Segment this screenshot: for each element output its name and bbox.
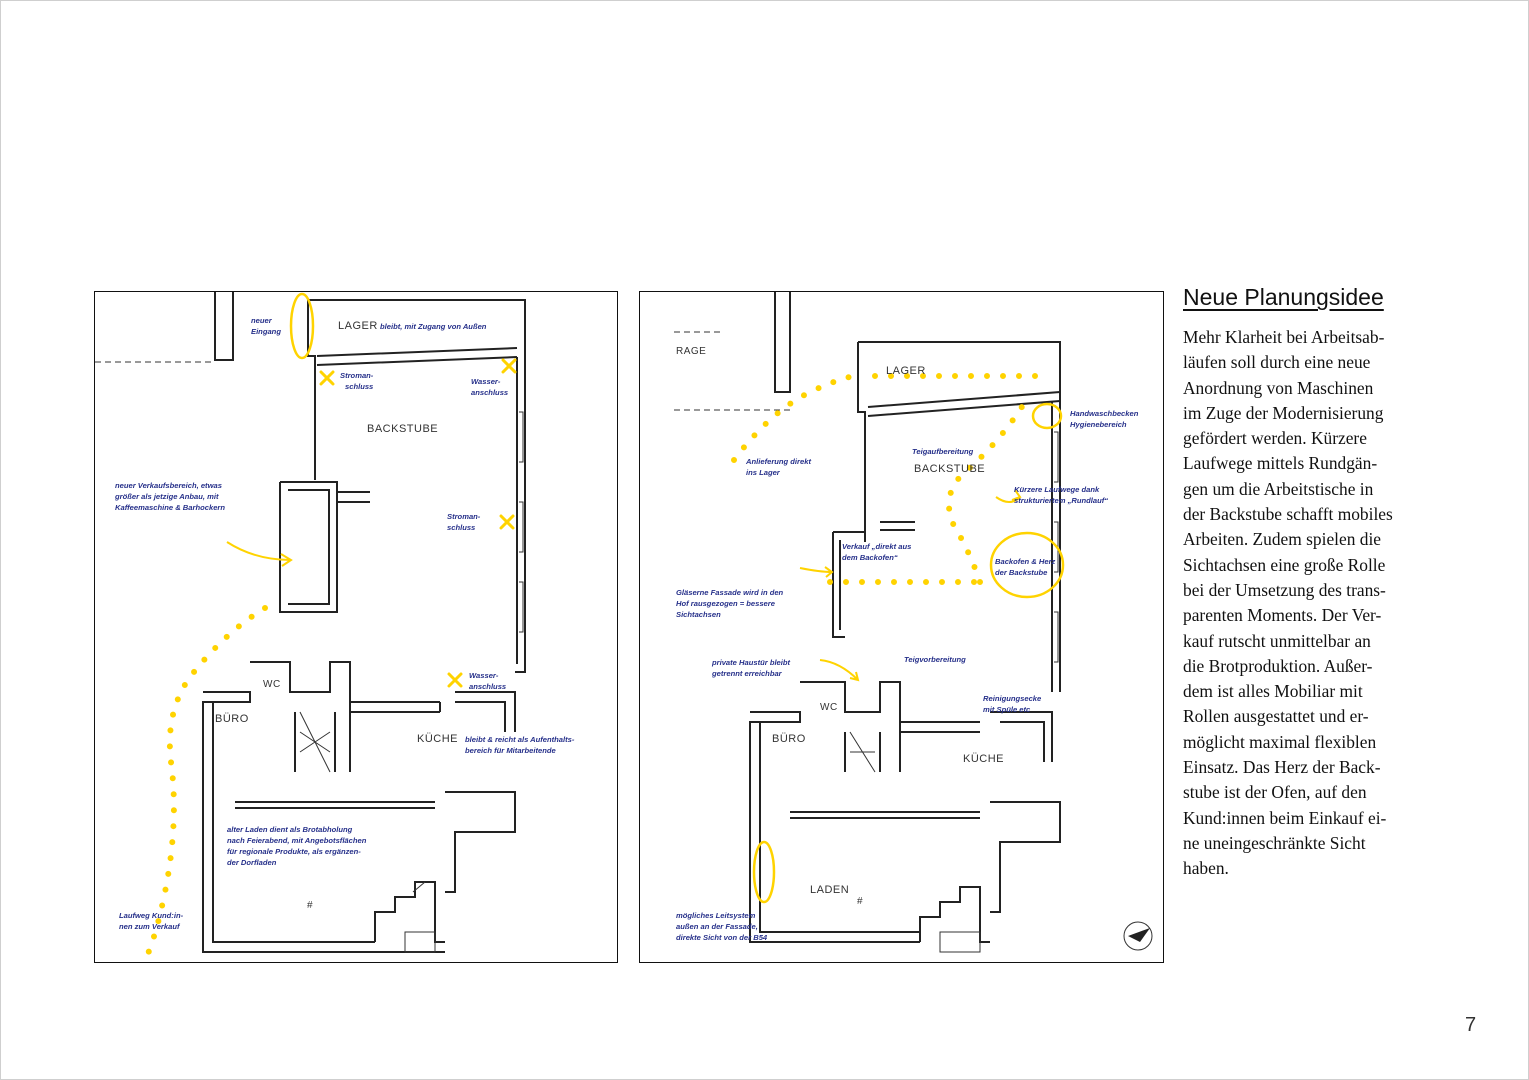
body-line: Mehr Klarheit bei Arbeitsab- (1183, 327, 1385, 347)
note-kurz-2: strukturiertem „Rundlauf“ (1014, 496, 1108, 505)
svg-text:#: # (857, 896, 863, 907)
note-eingang-2: Eingang (251, 327, 281, 336)
note-kueche-1: bleibt & reicht als Aufenthalts- (465, 735, 575, 744)
note-anlieferung-1: Anlieferung direkt (745, 457, 811, 466)
note-rein-1: Reinigungsecke (983, 694, 1042, 703)
note-laden-2: nach Feierabend, mit Angebotsflächen (227, 836, 367, 845)
body-line: dem ist alles Mobiliar mit (1183, 681, 1363, 702)
note-fassade-3: Sichtachsen (676, 610, 721, 619)
body-line: Arbeiten. Zudem spielen die (1183, 529, 1381, 550)
note-rein-2: mit Spüle etc (983, 705, 1031, 714)
note-teigauf: Teigaufbereitung (912, 447, 974, 456)
room-label-buero: BÜRO (215, 713, 249, 725)
note-wasser1-1: Wasser- (471, 377, 501, 386)
body-line: Sichtachsen eine große Rolle (1183, 554, 1386, 575)
body-line: Rollen ausgestattet und er- (1183, 706, 1369, 727)
body-paragraph: Mehr Klarheit bei Arbeitsab-läufen soll … (1183, 325, 1443, 882)
note-eingang-1: neuer (251, 316, 273, 325)
note-haus-2: getrennt erreichbar (711, 669, 783, 678)
floor-plan-new: # RAGE LAGER BACKSTUBE WC BÜRO KÜCHE LAD… (639, 291, 1164, 963)
body-line: parenten Moments. Der Ver- (1183, 605, 1382, 626)
note-laden-3: für regionale Produkte, als ergänzen- (227, 847, 361, 856)
note-haus-1: private Haustür bleibt (711, 658, 791, 667)
note-strom2-2: schluss (447, 523, 475, 532)
room-label-laden-new: LADEN (810, 884, 849, 896)
note-fassade-1: Gläserne Fassade wird in den (676, 588, 784, 597)
note-verkauf-2: dem Backofen“ (842, 553, 898, 562)
note-ofen-2: der Backstube (995, 568, 1048, 577)
body-line: im Zuge der Modernisierung (1183, 402, 1384, 423)
body-line: kauf rutscht unmittelbar an (1183, 630, 1371, 651)
body-line: bei der Umsetzung des trans- (1183, 579, 1386, 600)
note-strom2-1: Stroman- (447, 512, 481, 521)
room-label-wc: WC (263, 679, 281, 690)
room-label-lager-new: LAGER (886, 365, 926, 377)
note-fassade-2: Hof rausgezogen = bessere (676, 599, 776, 608)
room-label-wc-new: WC (820, 702, 838, 713)
body-line: Anordnung von Maschinen (1183, 377, 1374, 398)
floor-plan-current-drawing: # (95, 292, 526, 959)
room-label-backstube: BACKSTUBE (367, 423, 438, 435)
note-strom1-1: Stroman- (340, 371, 374, 380)
note-teigvor: Teigvorbereitung (904, 655, 966, 664)
note-ofen-1: Backofen & Herz (995, 557, 1056, 566)
note-laden-4: der Dorfladen (227, 858, 277, 867)
note-verkauf-1: Verkauf „direkt aus (842, 542, 911, 551)
body-line: haben. (1183, 858, 1229, 879)
note-laufweg-2: nen zum Verkauf (119, 922, 181, 931)
note-wasser2-1: Wasser- (469, 671, 499, 680)
floor-plan-new-labels: RAGE LAGER BACKSTUBE WC BÜRO KÜCHE LADEN… (676, 346, 1139, 942)
body-line: läufen soll durch eine neue (1183, 352, 1371, 373)
room-label-kueche-new: KÜCHE (963, 753, 1004, 765)
page-number: 7 (1465, 1014, 1477, 1036)
section-heading: Neue Planungsidee (1183, 284, 1384, 310)
note-laufweg-1: Laufweg Kund:in- (119, 911, 184, 920)
note-hand-2: Hygienebereich (1070, 420, 1127, 429)
room-label-garage: RAGE (676, 346, 706, 357)
note-leit-1: mögliches Leitsystem (676, 911, 756, 920)
note-leit-2: außen an der Fassade, (676, 922, 758, 931)
room-label-buero-new: BÜRO (772, 733, 806, 745)
note-verkauf-1: neuer Verkaufsbereich, etwas (115, 481, 222, 490)
body-line: Einsatz. Das Herz der Back- (1183, 757, 1381, 778)
body-line: gefördert werden. Kürzere (1183, 428, 1367, 449)
body-line: gen um die Arbeitstische in (1183, 478, 1374, 499)
body-line: Kund:innen beim Einkauf ei- (1183, 807, 1387, 828)
body-line: stube ist der Ofen, auf den (1183, 782, 1367, 803)
note-strom1-2: schluss (345, 382, 373, 391)
note-laden-1: alter Laden dient als Brotabholung (227, 825, 353, 834)
body-line: ne uneingeschränkte Sicht (1183, 832, 1366, 853)
body-line: Laufwege mittels Rundgän- (1183, 453, 1378, 474)
room-label-lager: LAGER (338, 320, 378, 332)
text-column: Neue Planungsidee Mehr Klarheit bei Arbe… (1183, 284, 1443, 882)
floor-plan-current-labels: LAGER BACKSTUBE WC BÜRO KÜCHE neuer Eing… (114, 316, 575, 931)
body-line: der Backstube schafft mobiles (1183, 504, 1393, 525)
note-lager: bleibt, mit Zugang von Außen (380, 322, 487, 331)
floor-plan-new-drawing: # (674, 292, 1153, 953)
room-label-kueche: KÜCHE (417, 733, 458, 745)
floor-plan-current: # LAGER BACKSTUBE WC BÜRO KÜCHE neuer Ei… (94, 291, 618, 963)
note-hand-1: Handwaschbecken (1070, 409, 1139, 418)
note-leit-3: direkte Sicht von der B54 (676, 933, 768, 942)
note-wasser1-2: anschluss (471, 388, 508, 397)
body-line: die Brotproduktion. Außer- (1183, 655, 1373, 676)
body-line: möglicht maximal flexiblen (1183, 731, 1377, 752)
note-anlieferung-2: ins Lager (746, 468, 781, 477)
note-verkauf-2: größer als jetzige Anbau, mit (114, 492, 219, 501)
room-label-backstube-new: BACKSTUBE (914, 463, 985, 475)
note-kurz-1: Kürzere Laufwege dank (1014, 485, 1100, 494)
note-wasser2-2: anschluss (469, 682, 506, 691)
svg-text:#: # (307, 900, 313, 911)
note-verkauf-3: Kaffeemaschine & Barhockern (115, 503, 225, 512)
note-kueche-2: bereich für Mitarbeitende (465, 746, 556, 755)
